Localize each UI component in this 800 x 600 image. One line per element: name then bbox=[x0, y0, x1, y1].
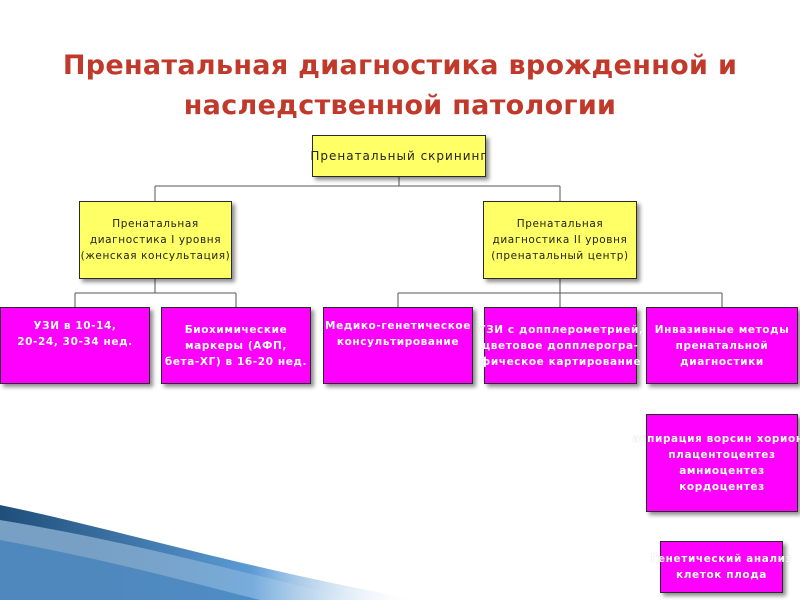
node-label-line: (женская консультация) bbox=[81, 248, 231, 264]
node-label-line: (пренатальный центр) bbox=[491, 248, 629, 264]
node-label-line: клеток плода bbox=[676, 567, 767, 583]
node-label-line: кордоцентез bbox=[679, 479, 765, 495]
node-label-line: Биохимические bbox=[185, 322, 288, 338]
node-label-line: маркеры (АФП, bbox=[185, 338, 287, 354]
node-label-line: амниоцентез bbox=[679, 463, 765, 479]
node-genetic-counseling: Медико-генетическое консультирование bbox=[323, 307, 473, 384]
node-doppler-ultrasound: УЗИ с допплерометрией, цветовое допплеро… bbox=[484, 307, 637, 384]
node-label-line: Пренатальная bbox=[517, 216, 604, 232]
node-label-line: диагностика I уровня bbox=[90, 232, 221, 248]
node-label-line: консультирование bbox=[337, 334, 459, 350]
node-label-line: аспирация ворсин хориона bbox=[633, 431, 800, 447]
node-label-line: УЗИ в 10-14, bbox=[33, 318, 116, 334]
node-label-line: цветовое допплерогра- bbox=[482, 338, 638, 354]
node-label-line: плацентоцентез bbox=[668, 447, 775, 463]
node-label-line: фическое картирование bbox=[480, 354, 641, 370]
node-invasive-procedures-list: аспирация ворсин хориона плацентоцентез … bbox=[646, 414, 798, 512]
node-prenatal-screening: Пренатальный скрининг bbox=[312, 135, 486, 177]
node-invasive-methods: Инвазивные методы пренатальной диагности… bbox=[646, 307, 798, 384]
node-diagnostics-level-2: Пренатальная диагностика II уровня (прен… bbox=[483, 201, 637, 279]
node-label-line: Пренатальный скрининг bbox=[310, 148, 487, 164]
node-label-line: 20-24, 30-34 нед. bbox=[17, 334, 133, 350]
node-label-line: Инвазивные методы bbox=[655, 322, 790, 338]
node-ultrasound-weeks: УЗИ в 10-14, 20-24, 30-34 нед. bbox=[0, 307, 150, 384]
node-label-line: пренатальной bbox=[676, 338, 769, 354]
node-label-line: диагностики bbox=[680, 354, 764, 370]
node-biochemical-markers: Биохимические маркеры (АФП, бета-ХГ) в 1… bbox=[161, 307, 311, 384]
node-genetic-analysis: Генетический анализ клеток плода bbox=[660, 541, 783, 593]
node-label-line: Генетический анализ bbox=[651, 551, 793, 567]
node-label-line: диагностика II уровня bbox=[493, 232, 628, 248]
node-label-line: Пренатальная bbox=[112, 216, 199, 232]
node-label-line: бета-ХГ) в 16-20 нед. bbox=[165, 354, 307, 370]
node-label-line: Медико-генетическое bbox=[325, 318, 471, 334]
node-label-line: УЗИ с допплерометрией, bbox=[478, 322, 644, 338]
node-diagnostics-level-1: Пренатальная диагностика I уровня (женск… bbox=[79, 201, 232, 279]
